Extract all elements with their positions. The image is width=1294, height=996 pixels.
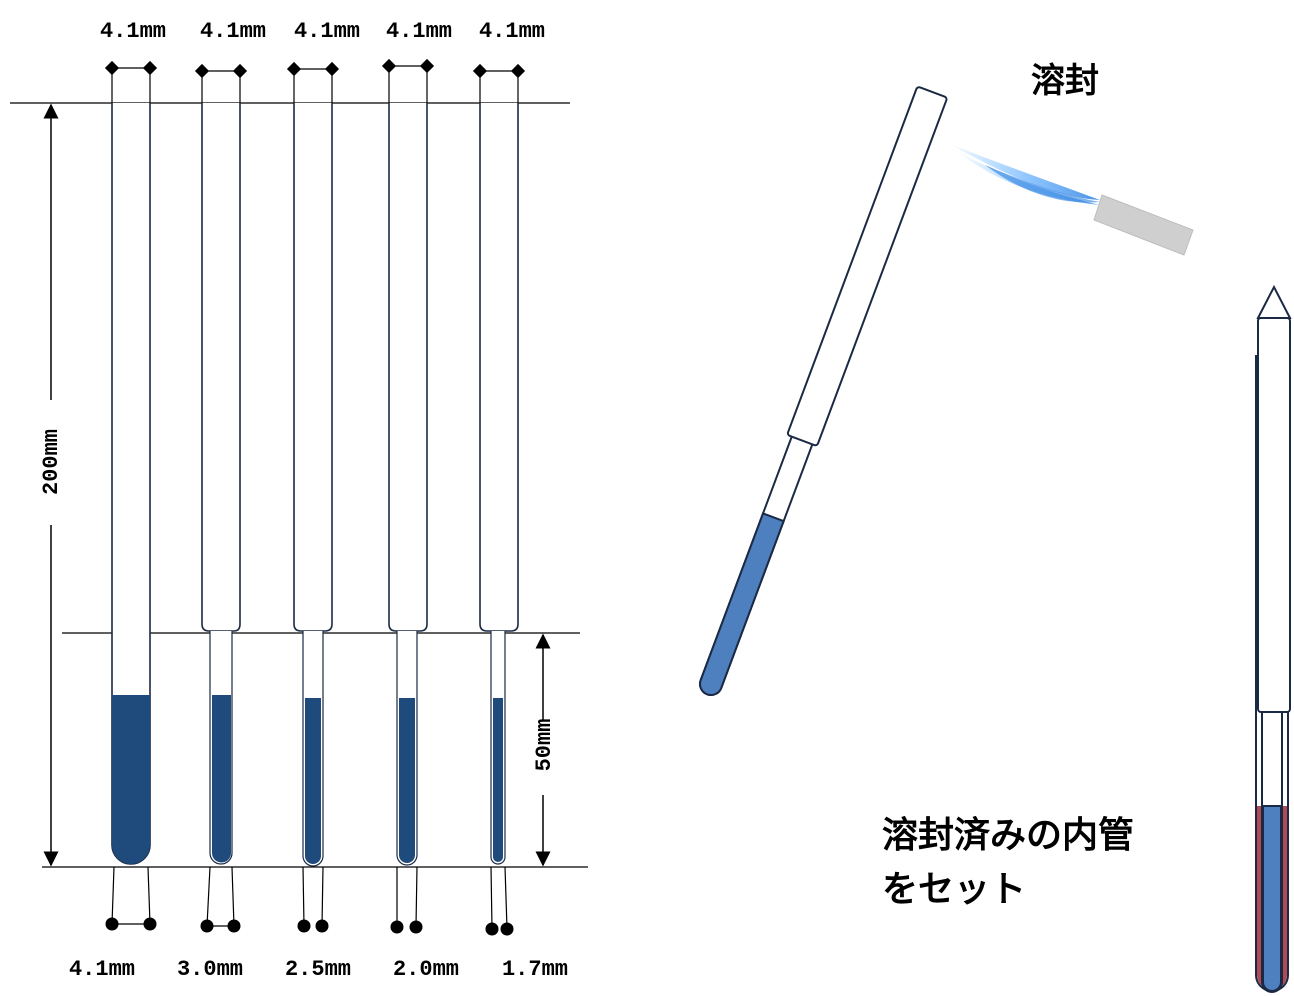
top-diameter-markers bbox=[111, 65, 519, 103]
tube-5-sample bbox=[493, 698, 503, 862]
inner-tube-upper bbox=[1257, 317, 1291, 713]
insert-label-line1: 溶封済みの内管 bbox=[882, 815, 1134, 856]
bottom-diameter-markers bbox=[111, 866, 508, 929]
top-diameter-label-1: 4.1mm bbox=[100, 19, 166, 44]
burner-flame bbox=[948, 143, 1194, 256]
bottom-diameter-label-3: 2.5mm bbox=[285, 957, 351, 982]
insert-label-line2: をセット bbox=[882, 869, 1026, 910]
sealed-tip bbox=[1256, 284, 1292, 319]
top-diameter-label-4: 4.1mm bbox=[386, 19, 452, 44]
seal-label: 溶封 bbox=[1031, 61, 1099, 101]
tube-3-body bbox=[293, 103, 333, 632]
length-50-label: 50mm bbox=[532, 719, 557, 772]
tube-set: 200mm 50mm bbox=[10, 19, 588, 982]
top-diameter-label-3: 4.1mm bbox=[294, 19, 360, 44]
sealing-tube-upper bbox=[786, 86, 948, 447]
bottom-diameter-label-5: 1.7mm bbox=[502, 957, 568, 982]
tube-5-body bbox=[479, 103, 519, 632]
tube-1-sample bbox=[112, 695, 150, 864]
sealing-tube-sample bbox=[699, 512, 785, 696]
tube-4-sample bbox=[399, 698, 415, 863]
tube-2-0mm bbox=[388, 103, 428, 866]
bottom-diameter-label-4: 2.0mm bbox=[393, 957, 459, 982]
sealing-tube bbox=[699, 86, 948, 696]
tube-2-sample bbox=[212, 695, 231, 863]
assembled-tube bbox=[1255, 284, 1292, 993]
bottom-diameter-label-1: 4.1mm bbox=[69, 957, 135, 982]
tube-4-body bbox=[388, 103, 428, 632]
tube-1-7mm bbox=[479, 103, 519, 865]
tube-2-5mm bbox=[293, 103, 333, 867]
tube-2-body bbox=[201, 103, 241, 632]
bottom-diameter-label-2: 3.0mm bbox=[177, 957, 243, 982]
top-diameter-label-5: 4.1mm bbox=[479, 19, 545, 44]
tube-3-0mm bbox=[201, 103, 241, 865]
tube-4-1mm bbox=[111, 103, 151, 865]
bottom-dots bbox=[105, 917, 514, 936]
burner-nozzle bbox=[1093, 194, 1194, 256]
length-200-label: 200mm bbox=[39, 429, 64, 495]
inner-tube-sample bbox=[1262, 805, 1282, 992]
top-diameter-label-2: 4.1mm bbox=[200, 19, 266, 44]
flame-icon bbox=[948, 143, 1100, 205]
tube-3-sample bbox=[305, 698, 321, 864]
